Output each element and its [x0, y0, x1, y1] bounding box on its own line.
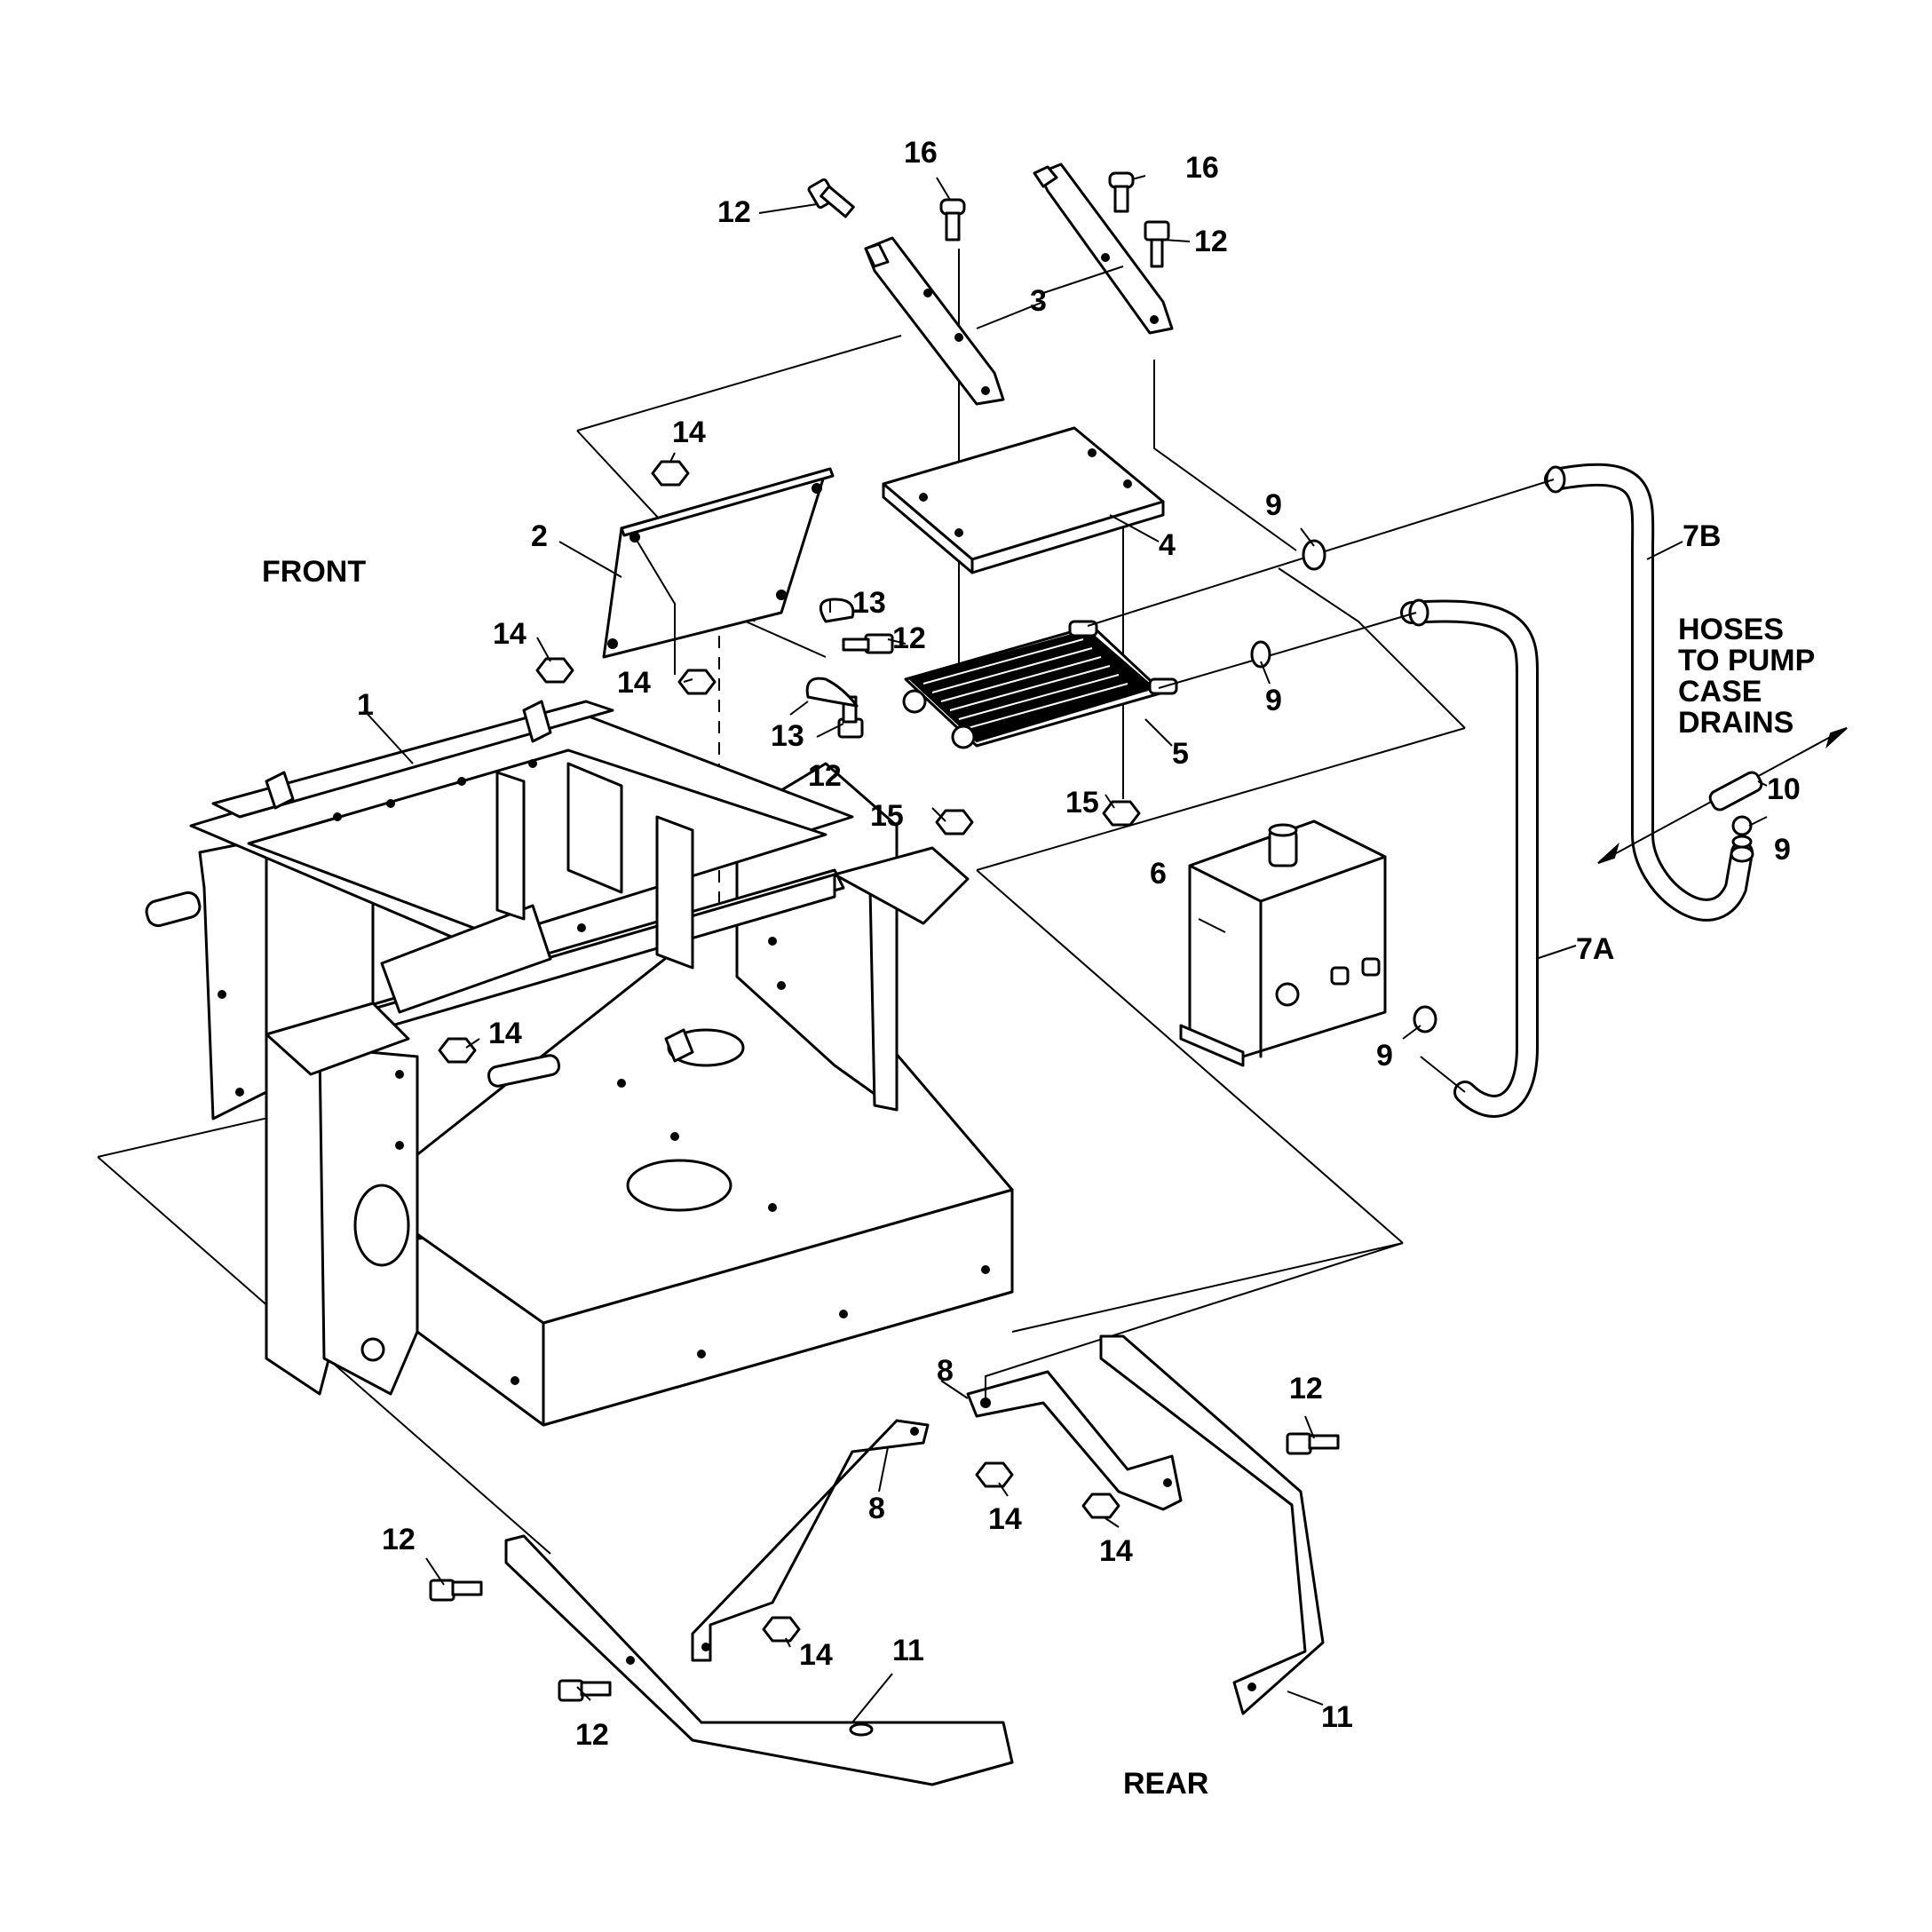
part-5-oil-cooler — [902, 620, 1178, 749]
callout-numbers: 1 2 3 4 5 6 7A 7B 8 8 9 9 9 9 10 11 11 1… — [357, 136, 1801, 1752]
part-1-main-frame — [145, 700, 1014, 1427]
callout-7a: 7A — [1576, 932, 1614, 966]
callout-3: 3 — [1030, 284, 1047, 318]
callout-9a: 9 — [1265, 488, 1282, 522]
callout-12c: 12 — [892, 622, 926, 655]
fasteners — [429, 171, 1753, 1702]
callout-4: 4 — [1159, 528, 1176, 562]
label-rear: REAR — [1123, 1767, 1208, 1801]
callout-13a: 13 — [852, 586, 886, 620]
callout-14f: 14 — [1099, 1534, 1133, 1568]
callout-15b: 15 — [1065, 786, 1099, 820]
label-hoses-2: TO PUMP — [1678, 644, 1815, 677]
callout-15a: 15 — [870, 799, 904, 833]
hose-7a — [1400, 598, 1539, 1118]
label-front: FRONT — [262, 555, 366, 589]
bolt-icon — [429, 178, 1340, 1702]
frame-holes — [218, 759, 990, 1385]
callout-8a: 8 — [937, 1354, 954, 1388]
callout-14b: 14 — [493, 617, 527, 651]
part-4-mounting-plate — [882, 426, 1165, 574]
callout-2: 2 — [531, 519, 548, 553]
part-11-bar-left — [504, 1534, 1014, 1786]
callout-9c: 9 — [1376, 1039, 1393, 1073]
callout-7b: 7B — [1683, 519, 1721, 553]
part-10-tee-fitting — [1597, 727, 1848, 864]
callout-9b: 9 — [1265, 684, 1282, 717]
text-labels: FRONT REAR HOSES TO PUMP CASE DRAINS — [262, 555, 1815, 1801]
callout-6: 6 — [1150, 857, 1167, 891]
leader-lines — [363, 175, 1768, 1723]
label-hoses-1: HOSES — [1678, 613, 1784, 646]
callout-12a: 12 — [717, 195, 751, 229]
part-6-reservoir — [1179, 820, 1387, 1067]
part-11-bar-right — [1099, 1334, 1325, 1715]
callout-8b: 8 — [868, 1492, 885, 1525]
callout-12d: 12 — [808, 759, 842, 793]
callout-10: 10 — [1767, 772, 1801, 806]
callout-14a: 14 — [672, 416, 706, 449]
callout-12b: 12 — [1194, 225, 1228, 258]
hose-7b — [1544, 463, 1754, 922]
part-2-plate — [602, 467, 835, 675]
callout-16a: 16 — [904, 136, 938, 170]
nut-icon — [438, 460, 1120, 1643]
callout-12f: 12 — [575, 1718, 609, 1752]
callout-11a: 11 — [892, 1634, 924, 1667]
label-hoses-3: CASE — [1678, 675, 1762, 709]
callout-1: 1 — [357, 688, 374, 722]
part-3-brackets — [864, 162, 1174, 406]
label-hoses-4: DRAINS — [1678, 706, 1793, 740]
callout-11b: 11 — [1321, 1700, 1353, 1734]
callout-16b: 16 — [1185, 151, 1219, 185]
callout-14g: 14 — [799, 1638, 833, 1672]
callout-12g: 12 — [1289, 1372, 1323, 1405]
callout-13b: 13 — [771, 719, 804, 753]
part-8-arm-right — [966, 1242, 1404, 1511]
callout-14c: 14 — [617, 666, 651, 700]
callout-12e: 12 — [382, 1523, 416, 1556]
callout-5: 5 — [1172, 737, 1189, 771]
callout-9d: 9 — [1774, 833, 1791, 867]
callout-14e: 14 — [988, 1502, 1022, 1536]
callout-14d: 14 — [488, 1017, 522, 1050]
part-8-arm-left — [691, 1419, 930, 1662]
